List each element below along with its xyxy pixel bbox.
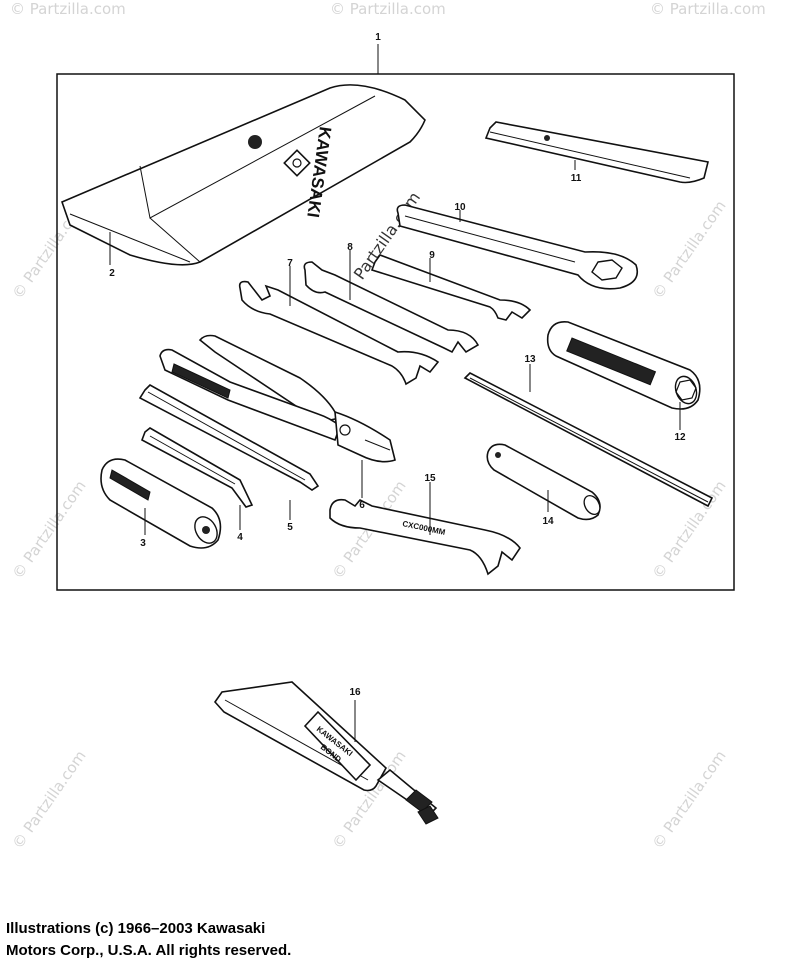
tool-pouch: KAWASAKI (60, 84, 426, 266)
spark-plug-wrench (486, 443, 601, 521)
callout-1: 1 (375, 32, 381, 43)
callout-16: 16 (349, 687, 361, 698)
double-open-end-wrench: CXC000MM (329, 498, 521, 576)
watermark-text: © Partzilla.com (649, 197, 730, 302)
callout-10: 10 (454, 202, 466, 213)
callout-11: 11 (571, 173, 582, 184)
watermark-text: © Partzilla.com (650, 0, 766, 18)
callout-labels: 1 2 3 4 5 6 7 8 9 10 11 12 13 14 15 16 (109, 32, 686, 698)
open-end-wrench-7 (238, 280, 440, 386)
copyright-line-1: Illustrations (c) 1966–2003 Kawasaki (6, 920, 266, 937)
kawasaki-bond-tube: KAWASAKI BOND (213, 681, 439, 825)
callout-9: 9 (429, 250, 435, 261)
box-spanner (546, 320, 701, 410)
watermark-text: © Partzilla.com (330, 0, 446, 18)
watermark-text: © Partzilla.com (649, 747, 730, 852)
flat-bar-tool (484, 121, 709, 184)
callout-5: 5 (287, 522, 293, 533)
watermark-text: © Partzilla.com (10, 0, 126, 18)
callout-12: 12 (674, 432, 686, 443)
open-end-wrench-9 (370, 254, 532, 321)
callout-7: 7 (287, 258, 293, 269)
callout-13: 13 (524, 354, 536, 365)
callout-3: 3 (140, 538, 146, 549)
copyright-notice: Illustrations (c) 1966–2003 Kawasaki Mot… (6, 918, 291, 962)
snap-button-icon (248, 135, 262, 149)
box-wrench (396, 204, 639, 290)
screwdriver-handle (100, 458, 222, 549)
screwdriver-shaft-phillips (141, 427, 254, 508)
screwdriver-shaft-flat (138, 384, 320, 491)
watermark-text: © Partzilla.com (9, 477, 90, 582)
tommy-bar (463, 372, 714, 508)
callout-15: 15 (424, 473, 436, 484)
kawasaki-logo-icon (283, 149, 311, 177)
callout-6: 6 (359, 500, 365, 511)
copyright-line-2: Motors Corp., U.S.A. All rights reserved… (6, 942, 292, 959)
callout-2: 2 (109, 268, 115, 279)
leader-lines (109, 160, 681, 742)
open-end-wrench-8 (303, 261, 480, 354)
callout-4: 4 (237, 532, 243, 543)
callout-8: 8 (347, 242, 353, 253)
callout-14: 14 (542, 516, 554, 527)
kit-frame (56, 73, 735, 591)
watermark-text: © Partzilla.com (9, 747, 90, 852)
pliers (159, 334, 396, 463)
